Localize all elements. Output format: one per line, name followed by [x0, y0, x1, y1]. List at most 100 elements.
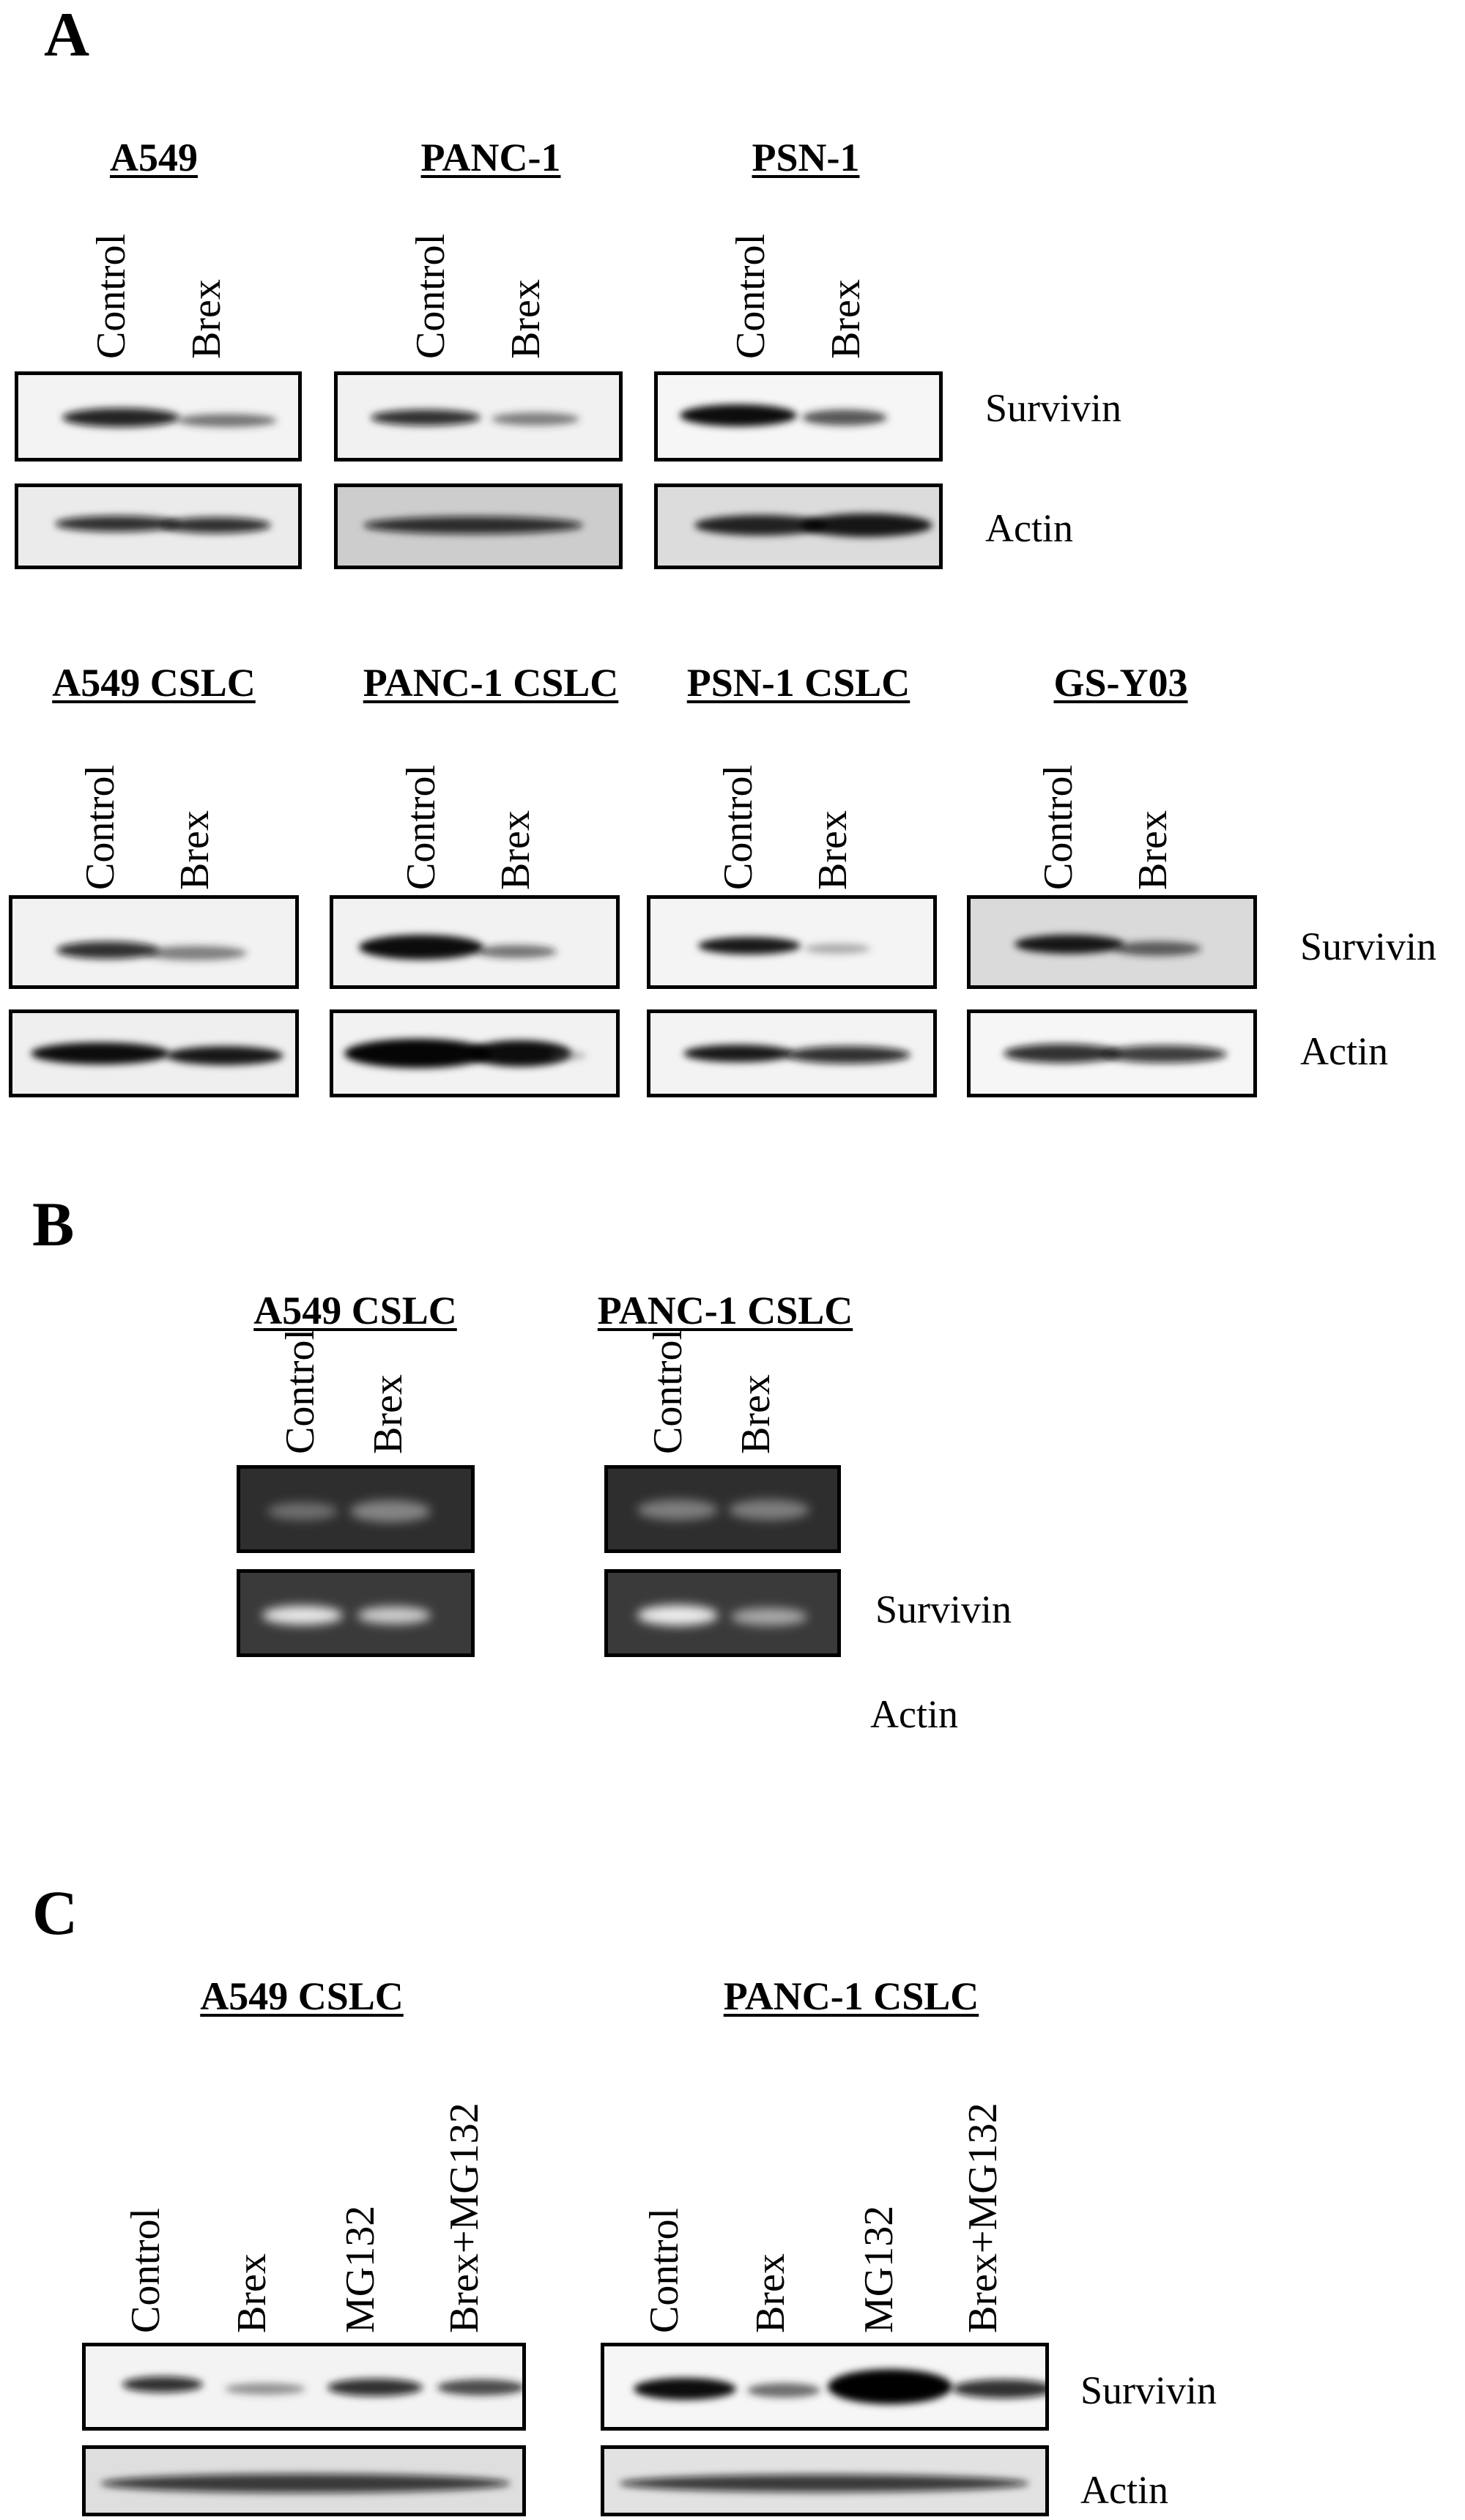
blot-band-1	[680, 404, 797, 426]
blot-band-2	[802, 410, 887, 426]
blot-band-1	[619, 2475, 1029, 2492]
lane-label-control: Control	[728, 233, 774, 359]
gel-survivin	[237, 1465, 475, 1553]
cell-line-title: A549 CSLC	[200, 1974, 404, 2018]
gel-actin	[237, 1569, 475, 1657]
lane-label-control: Control	[716, 764, 761, 890]
lane-label-control: Control	[642, 2207, 687, 2333]
blot-band-1	[634, 2378, 736, 2400]
lane-label-brex: Brex	[503, 279, 549, 359]
western-blot-survivin	[601, 2343, 1049, 2431]
blot-band-2	[804, 944, 870, 954]
western-blot-actin	[654, 483, 943, 569]
western-blot-actin	[601, 2445, 1049, 2516]
blot-band-1	[344, 1039, 491, 1068]
lane-label-brex: Brex	[493, 810, 538, 890]
lane-label-brex: Brex	[823, 279, 869, 359]
cell-line-title: A549 CSLC	[253, 1289, 457, 1333]
blot-band-2	[1102, 1045, 1227, 1063]
cell-line-title: A549	[110, 136, 198, 179]
blot-band-3	[327, 2379, 423, 2396]
cell-line-title: GS-Y03	[1053, 661, 1188, 705]
lane-label-brex: Brex	[810, 810, 856, 890]
gel-survivin	[604, 1465, 841, 1553]
western-blot-actin	[330, 1009, 620, 1097]
gel-band-1	[267, 1502, 338, 1520]
cell-line-title: PANC-1 CSLC	[363, 661, 619, 705]
cell-line-title: PSN-1	[752, 136, 860, 179]
blot-band-2	[492, 412, 579, 426]
row-label-survivin: Survivin	[1080, 2368, 1217, 2412]
blot-band-2	[469, 1040, 571, 1067]
blot-band-1	[371, 410, 481, 426]
blot-band-1	[55, 516, 179, 532]
lane-label-control: Control	[645, 1328, 691, 1454]
blot-band-1	[694, 515, 826, 536]
blot-band-2	[1113, 941, 1201, 956]
blot-band-2	[161, 517, 271, 533]
cell-line-title: PANC-1	[420, 136, 561, 179]
blot-band-1	[359, 935, 483, 960]
row-label-actin: Actin	[870, 1692, 958, 1736]
blot-band-3	[828, 2369, 952, 2404]
blot-band-2	[786, 1046, 910, 1064]
blot-band-2	[476, 945, 557, 958]
blot-band-1	[62, 408, 179, 427]
row-label-actin: Actin	[985, 506, 1073, 550]
western-blot-survivin	[82, 2343, 526, 2431]
gel-actin	[604, 1569, 841, 1657]
blot-band-1	[363, 516, 583, 534]
lane-label-brex: Brex	[172, 810, 218, 890]
blot-band-3	[549, 1051, 586, 1060]
cell-line-title: PANC-1 CSLC	[597, 1289, 853, 1333]
lane-label-brex: Brex	[748, 2253, 793, 2333]
panel-letter-c: C	[32, 1878, 78, 1948]
cell-line-title: PANC-1 CSLC	[723, 1974, 979, 2018]
western-blot-survivin	[9, 895, 299, 989]
blot-band-2	[166, 1046, 283, 1065]
blot-band-1	[56, 941, 159, 959]
lane-label-control: Control	[1036, 764, 1081, 890]
western-blot-actin	[967, 1009, 1257, 1097]
lane-label-control: Control	[398, 764, 444, 890]
gel-band-1	[637, 1605, 718, 1626]
blot-band-1	[100, 2474, 511, 2493]
lane-label-mg132: MG132	[338, 2205, 383, 2333]
lane-label-control: Control	[78, 764, 123, 890]
lane-label-brex: Brex	[1130, 810, 1176, 890]
lane-label-brex-mg132: Brex+MG132	[960, 2102, 1006, 2333]
lane-label-brex: Brex	[733, 1374, 779, 1454]
gel-band-2	[731, 1608, 807, 1626]
western-blot-survivin	[647, 895, 937, 989]
blot-band-2	[225, 2383, 305, 2395]
lane-label-mg132: MG132	[856, 2205, 902, 2333]
blot-band-2	[747, 2383, 820, 2398]
row-label-survivin: Survivin	[1300, 924, 1437, 968]
lane-label-control: Control	[89, 233, 134, 359]
western-blot-actin	[82, 2445, 526, 2516]
western-blot-survivin	[967, 895, 1257, 989]
blot-band-1	[683, 1045, 793, 1062]
western-blot-actin	[334, 483, 623, 569]
lane-label-control: Control	[278, 1328, 323, 1454]
blot-band-1	[31, 1042, 170, 1064]
western-blot-actin	[15, 483, 302, 569]
blot-band-2	[801, 514, 932, 537]
western-blot-actin	[9, 1009, 299, 1097]
lane-label-control: Control	[123, 2207, 168, 2333]
lane-label-brex: Brex	[184, 279, 229, 359]
lane-label-control: Control	[408, 233, 453, 359]
gel-band-2	[357, 1606, 431, 1624]
panel-letter-b: B	[32, 1189, 75, 1259]
cell-line-title: PSN-1 CSLC	[686, 661, 910, 705]
western-blot-survivin	[654, 371, 943, 462]
blot-band-4	[437, 2379, 522, 2395]
row-label-survivin: Survivin	[985, 386, 1122, 430]
western-blot-survivin	[334, 371, 623, 462]
western-blot-survivin	[15, 371, 302, 462]
blot-band-1	[698, 937, 801, 955]
blot-band-2	[177, 414, 277, 427]
blot-band-1	[122, 2376, 203, 2393]
lane-label-brex: Brex	[229, 2253, 275, 2333]
gel-band-1	[262, 1606, 343, 1625]
